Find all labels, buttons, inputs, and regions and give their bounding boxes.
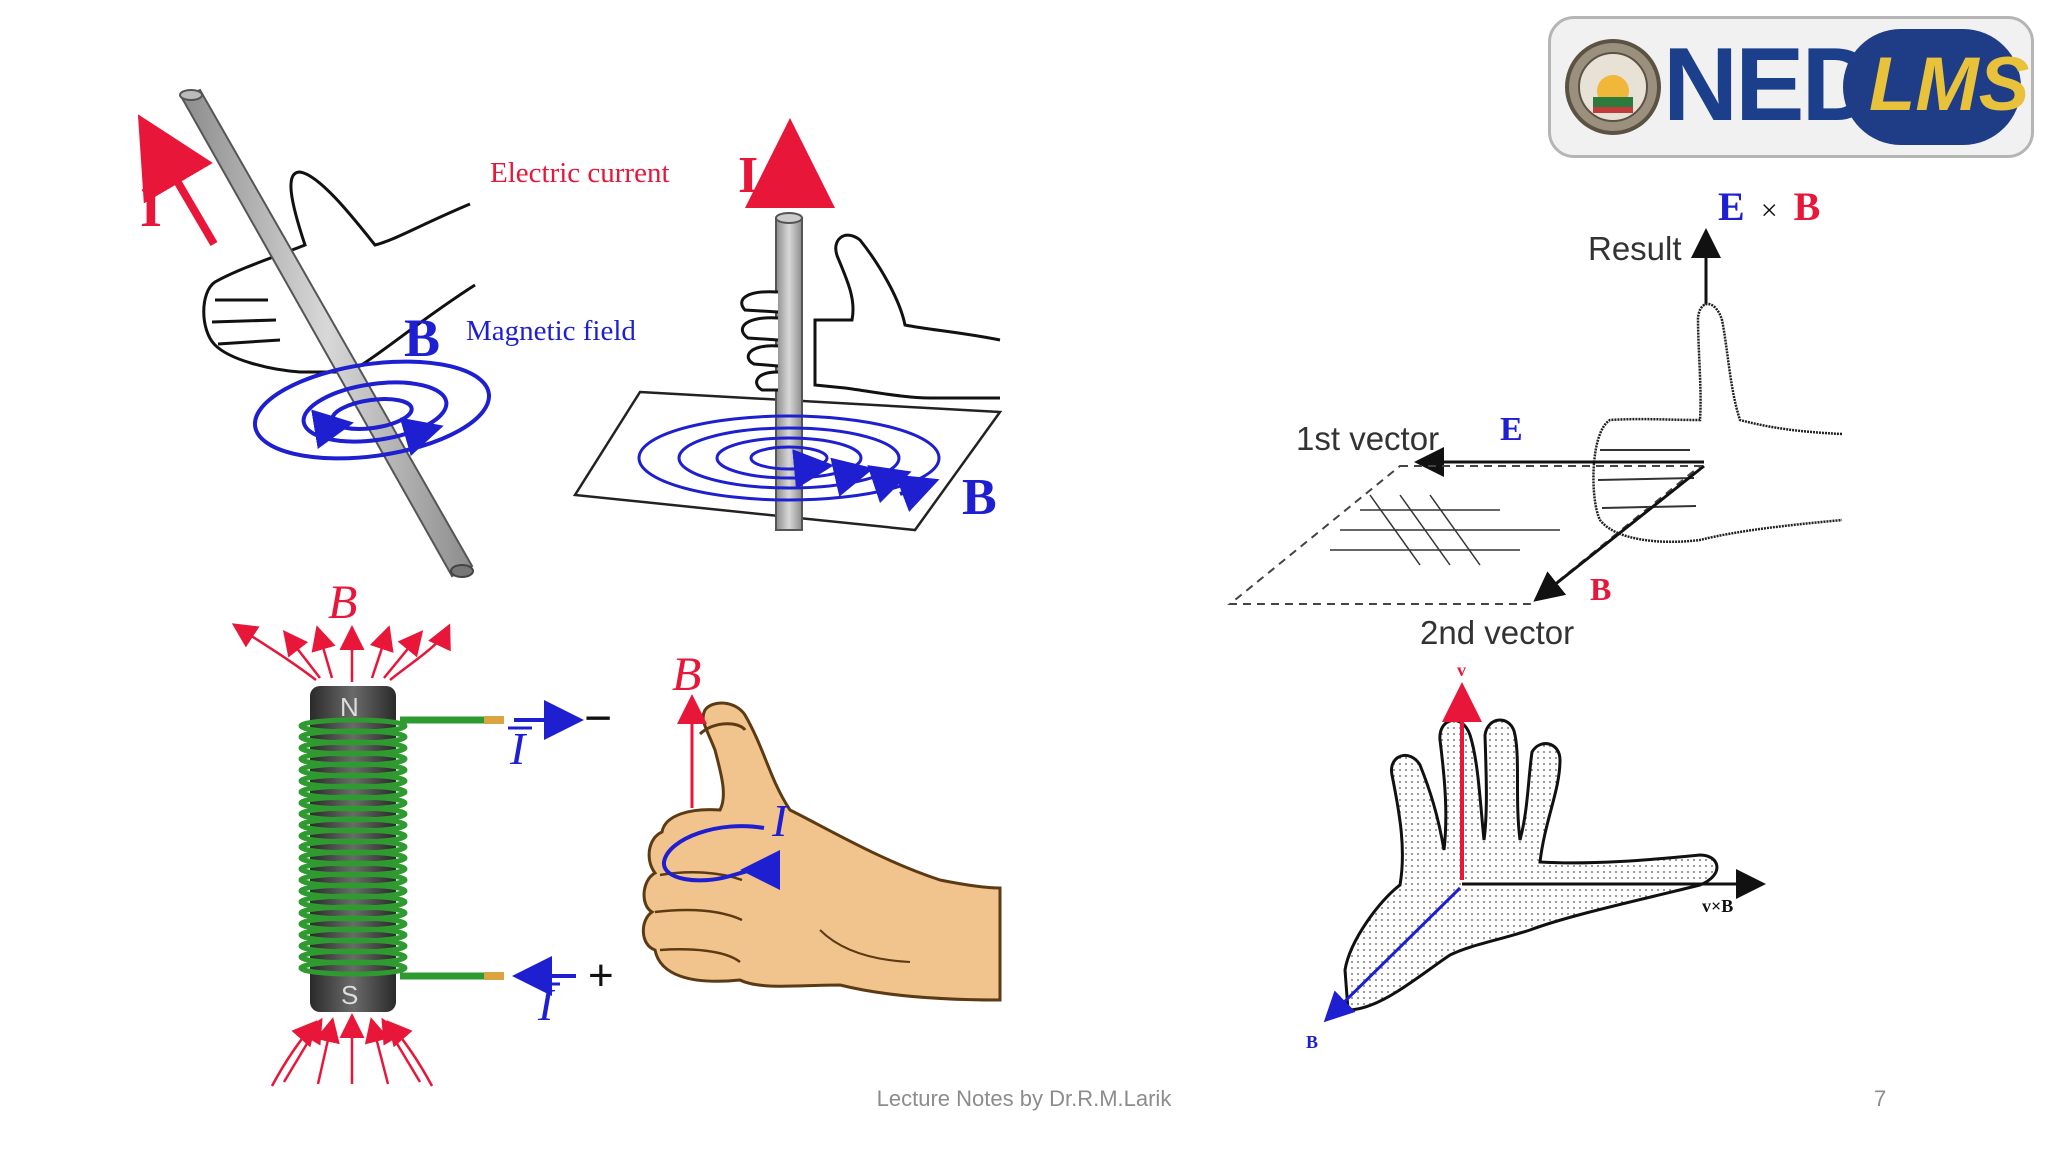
fig3-field-symbol: B: [328, 576, 357, 629]
fig1-field-loop-outer: [252, 359, 492, 461]
footer-text: Lecture Notes by Dr.R.M.Larik: [876, 1086, 1172, 1111]
fig2-hand: [813, 233, 1001, 400]
fig3-current-symbol-bottom: I: [537, 979, 556, 1030]
fig1-current-arrow: [137, 114, 218, 247]
fig4-b-label: B: [1590, 571, 1611, 607]
fig2-rod: [775, 217, 803, 531]
fig5-vxb-label: v×B: [1702, 896, 1733, 916]
fig4-first-vector-label: 1st vector: [1296, 420, 1439, 457]
fig1-field-loop-middle: [301, 380, 449, 444]
fig4-plane: [1227, 465, 1703, 605]
fig3-thumb-current-curl: [662, 824, 781, 891]
fig4-cross-b: B: [1794, 184, 1821, 229]
fig4-hand: [1592, 302, 1843, 544]
fig4-cross-e: E: [1718, 184, 1745, 229]
fig1-field-symbol: B: [404, 308, 440, 368]
fig2-rod-plane-diagram: Electric current I B: [490, 118, 1003, 532]
coil-turn: [298, 959, 408, 977]
fig2-field-ring-2: [677, 426, 901, 490]
fig4-cross-times: ×: [1761, 194, 1778, 227]
fig1-current-symbol: I: [140, 177, 162, 239]
fig4-plane-hatching: [1330, 494, 1560, 566]
fig3-current-symbol-top: I: [509, 723, 528, 774]
fig3-coil: [298, 717, 408, 977]
fig3-thumb-hand: [641, 701, 1002, 1002]
fig2-current-caption: Electric current: [490, 157, 670, 189]
fig3-plus-sign: +: [588, 951, 614, 1000]
fig3-thumb-field-symbol: B: [672, 648, 701, 701]
fig5-palm-diagram: v v×B B: [1306, 660, 1766, 1052]
logo-ned-text: NED: [1663, 27, 1877, 143]
fig4-cross-product-diagram: E × B Result 1st vector E B 2nd vector: [1227, 184, 1843, 651]
fig2-current-symbol: I: [738, 147, 758, 204]
fig5-b-arrow: [1323, 886, 1462, 1023]
fig4-cross-label: E × B: [1718, 184, 1820, 229]
fig4-second-vector-arrow: [1533, 464, 1705, 602]
fig3-bottom-field-arrows: [270, 1013, 434, 1087]
logo-lms-text: LMS: [1869, 42, 2030, 127]
fig3-solenoid-diagram: B N S: [231, 576, 1002, 1087]
fig1-field-caption: Magnetic field: [466, 315, 636, 347]
ned-seal-icon: [1565, 39, 1661, 135]
fig3-south-pole-label: S: [341, 980, 358, 1010]
ned-lms-logo: NED LMS: [1548, 16, 2034, 158]
fig3-thumb-current-symbol: I: [771, 795, 790, 846]
fig2-field-symbol: B: [962, 469, 997, 526]
fig4-second-vector-label: 2nd vector: [1420, 614, 1574, 651]
fig4-e-label: E: [1500, 411, 1523, 448]
fig3-top-field-arrows: [231, 623, 451, 682]
fig3-north-pole-label: N: [340, 692, 359, 722]
fig5-palm: [1343, 718, 1719, 1012]
logo-lms-badge: [1843, 29, 2021, 145]
fig3-minus-sign: −: [584, 692, 612, 745]
fig4-result-label: Result: [1588, 230, 1682, 267]
fig2-field-ring-1: [637, 414, 941, 502]
fig2-fingers: [740, 290, 779, 392]
fig5-b-label: B: [1306, 1032, 1318, 1052]
page-number: 7: [1874, 1086, 1887, 1111]
fig5-v-label: v: [1457, 660, 1466, 680]
fig1-rod-diagram: I B Magnetic field: [137, 88, 636, 578]
